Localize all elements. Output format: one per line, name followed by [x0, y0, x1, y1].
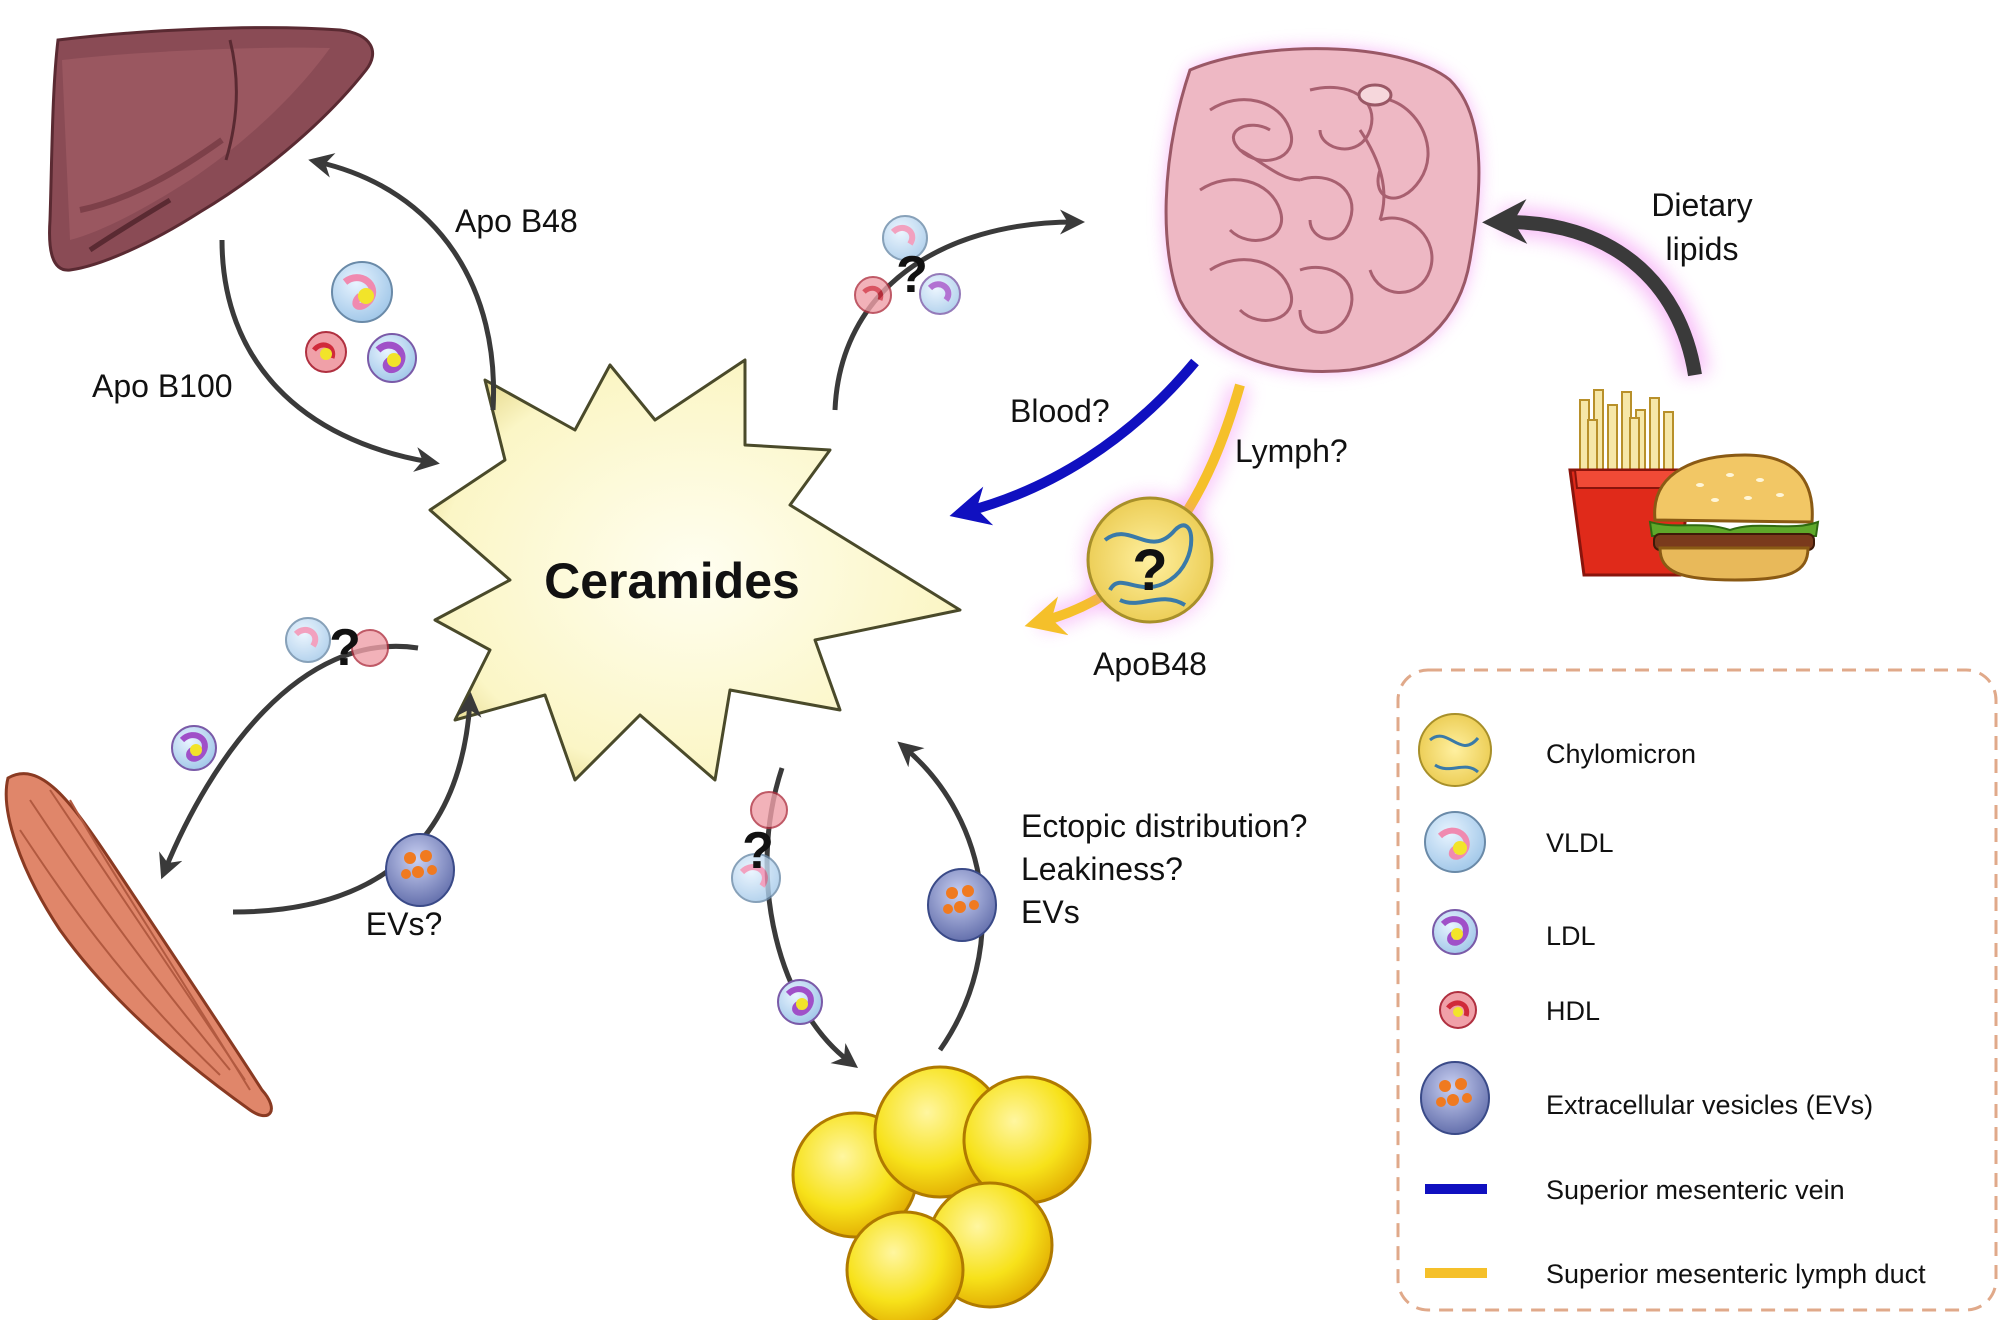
vldl-icon	[1424, 811, 1486, 873]
small-intestine-illustration	[1164, 47, 1481, 373]
ldl-icon	[919, 273, 961, 315]
vldl-icon	[731, 853, 781, 903]
arrow-center-to-liver	[308, 153, 497, 411]
arrow-center-to-intestine	[832, 209, 1085, 411]
diagram-labels: Apo B48 Apo B100 Dietary lipids Blood? L…	[92, 187, 1753, 942]
ldl-icon	[777, 979, 823, 1025]
chylomicron-icon	[1418, 713, 1492, 787]
hdl-icon	[750, 791, 788, 829]
ceramides-label: Ceramides	[544, 553, 800, 609]
legend-item-vldl: VLDL	[1424, 811, 1614, 873]
vein-swatch	[1425, 1184, 1487, 1194]
dietary-lipids-label-line1: Dietary	[1651, 187, 1752, 223]
legend-item-evs: Extracellular vesicles (EVs)	[1420, 1061, 1873, 1135]
legend: Chylomicron VLDL LDL HDL Extracellular v…	[1396, 668, 1998, 1312]
legend-label: Chylomicron	[1546, 739, 1696, 769]
legend-item-vein: Superior mesenteric vein	[1425, 1175, 1845, 1205]
legend-label: Superior mesenteric lymph duct	[1546, 1259, 1926, 1289]
lymph-label: Lymph?	[1235, 433, 1348, 469]
chylomicron-icon	[1084, 494, 1216, 626]
dietary-arrow	[1482, 199, 1702, 377]
question-mark: ?	[896, 246, 928, 304]
question-mark: ?	[329, 619, 361, 677]
leakiness-label: Leakiness?	[1021, 851, 1183, 887]
question-mark: ?	[742, 822, 774, 880]
legend-label: Extracellular vesicles (EVs)	[1546, 1090, 1873, 1120]
question-mark: ?	[1132, 538, 1167, 603]
blood-label: Blood?	[1010, 393, 1110, 429]
fast-food-illustration	[1568, 389, 1820, 582]
legend-item-chylomicron: Chylomicron	[1418, 713, 1696, 787]
apob48-chylomicron-label: ApoB48	[1093, 646, 1207, 682]
extracellular-vesicle-icon	[927, 868, 997, 942]
apo-b48-label: Apo B48	[455, 203, 578, 239]
legend-label: LDL	[1546, 921, 1596, 951]
blood-arrow	[949, 358, 1199, 526]
lymph-swatch	[1425, 1268, 1487, 1278]
evs-muscle-label: EVs?	[366, 906, 442, 942]
arrow-liver-to-center	[219, 239, 440, 472]
legend-label: Superior mesenteric vein	[1546, 1175, 1845, 1205]
extracellular-vesicle-icon	[385, 833, 455, 907]
liver-illustration	[48, 26, 375, 272]
ceramides-burst: Ceramides	[428, 358, 962, 782]
ldl-icon	[367, 333, 417, 383]
legend-item-lymph: Superior mesenteric lymph duct	[1425, 1259, 1926, 1289]
legend-item-ldl: LDL	[1432, 909, 1596, 955]
legend-label: VLDL	[1546, 828, 1614, 858]
vldl-icon	[882, 215, 928, 261]
hdl-icon	[854, 276, 892, 314]
ldl-icon	[171, 725, 217, 771]
adipocyte-cluster-illustration	[791, 1065, 1092, 1320]
dietary-lipids-label-line2: lipids	[1666, 231, 1739, 267]
ectopic-distribution-label: Ectopic distribution?	[1021, 808, 1307, 844]
hdl-icon	[351, 629, 389, 667]
apo-b100-label: Apo B100	[92, 368, 233, 404]
hdl-icon	[305, 331, 347, 373]
vldl-icon	[331, 261, 393, 323]
vldl-icon	[285, 617, 331, 663]
skeletal-muscle-illustration	[4, 772, 273, 1117]
legend-box	[1396, 668, 1998, 1312]
legend-label: HDL	[1546, 996, 1600, 1026]
legend-item-hdl: HDL	[1439, 991, 1600, 1029]
evs-adipose-label: EVs	[1021, 894, 1080, 930]
